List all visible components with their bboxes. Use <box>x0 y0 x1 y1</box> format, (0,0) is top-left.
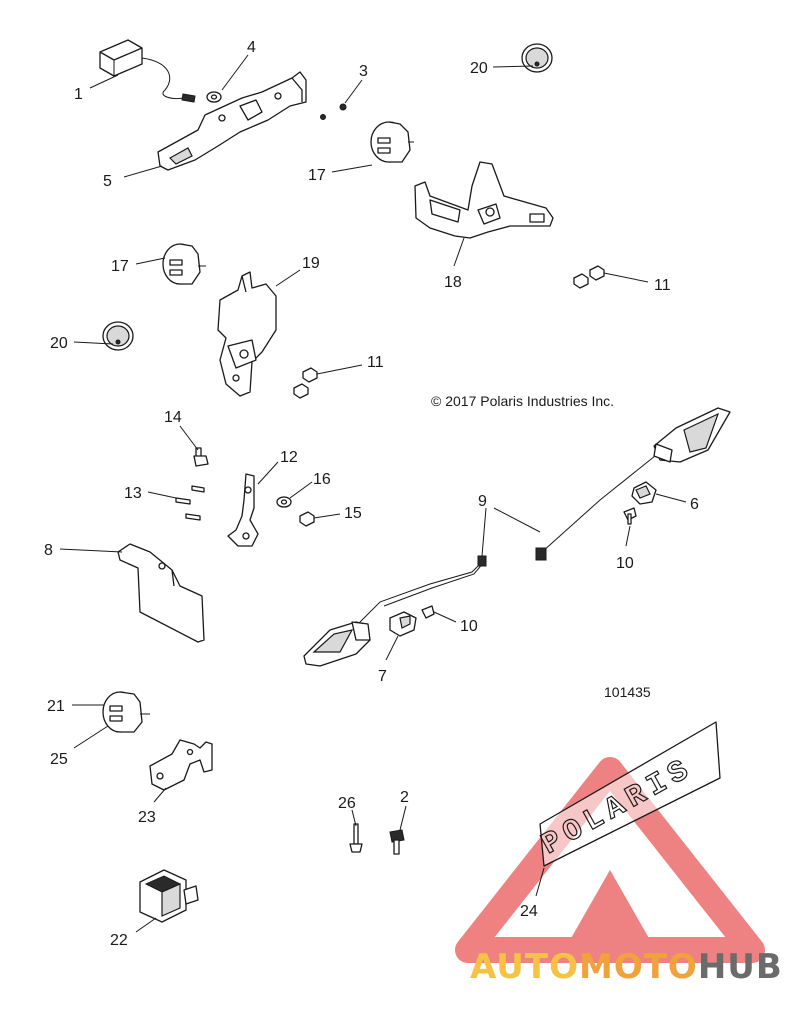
part-3-nut <box>320 103 347 120</box>
part-20-reflector-top <box>521 43 553 73</box>
part-20-reflector-left <box>102 321 134 351</box>
part-13-screws <box>175 485 205 521</box>
part-2-bolt <box>389 829 405 855</box>
callout-1: 1 <box>74 86 83 103</box>
watermark-hub: HUB <box>698 947 783 987</box>
part-1-switch <box>99 39 196 103</box>
part-8-plate-bracket <box>117 543 205 643</box>
callout-10a: 10 <box>616 555 634 572</box>
turn-signal-right <box>653 407 731 463</box>
callout-6: 6 <box>690 496 699 513</box>
part-26-screw <box>349 823 363 853</box>
turn-signal-left <box>303 621 371 667</box>
callout-8: 8 <box>44 542 53 559</box>
callout-24: 24 <box>520 903 538 920</box>
watermark-moto: MOTO <box>579 947 698 987</box>
part-16-washer <box>276 496 292 508</box>
part-11-nuts-mid <box>293 367 318 399</box>
callout-22: 22 <box>110 932 128 949</box>
callout-14: 14 <box>164 409 182 426</box>
callout-26: 26 <box>338 795 356 812</box>
callout-25: 25 <box>50 751 68 768</box>
callout-12: 12 <box>280 449 298 466</box>
callout-11b: 11 <box>367 354 384 371</box>
watermark-logo: AUTOMOTOHUB <box>470 947 783 987</box>
callout-20a: 20 <box>470 60 488 77</box>
callout-21: 21 <box>47 698 65 715</box>
copyright-notice: © 2017 Polaris Industries Inc. <box>431 393 614 409</box>
callout-20b: 20 <box>50 335 68 352</box>
part-14-bolt <box>193 447 209 467</box>
callout-10b: 10 <box>460 618 478 635</box>
part-21-reflector-housing <box>102 691 150 733</box>
part-10-screw-left <box>421 605 435 619</box>
part-15-nut <box>299 511 315 527</box>
diagram-id: 101435 <box>604 684 651 700</box>
part-5-bracket <box>157 71 307 171</box>
callout-5: 5 <box>103 173 112 190</box>
callout-23: 23 <box>138 809 156 826</box>
part-12-bracket <box>227 473 259 547</box>
callout-4: 4 <box>247 39 256 56</box>
part-4-washer <box>206 91 222 103</box>
callout-17a: 17 <box>308 167 326 184</box>
svg-text:AUTOMOTOHUB: AUTOMOTOHUB <box>470 947 783 987</box>
callout-13: 13 <box>124 485 142 502</box>
part-17-reflector-housing-mid <box>162 243 206 285</box>
callout-2: 2 <box>400 789 409 806</box>
part-23-bracket <box>149 739 213 791</box>
part-7-socket <box>389 611 417 637</box>
callout-3: 3 <box>359 63 368 80</box>
part-18-bracket <box>414 161 554 239</box>
callout-18: 18 <box>444 274 462 291</box>
part-6-socket <box>631 481 657 505</box>
part-17-reflector-housing-top <box>370 121 414 163</box>
callout-7: 7 <box>378 668 387 685</box>
part-9-wire-harness <box>359 451 661 623</box>
callout-15: 15 <box>344 505 362 522</box>
callout-19: 19 <box>302 255 320 272</box>
part-24-polaris-plate: POLARIS <box>536 721 721 867</box>
callout-16: 16 <box>313 471 331 488</box>
part-11-nuts-right <box>573 265 605 289</box>
callout-11a: 11 <box>654 277 671 294</box>
callout-17b: 17 <box>111 258 129 275</box>
watermark-auto: AUTO <box>470 947 579 987</box>
part-10-screw-right <box>623 507 637 525</box>
callout-9: 9 <box>478 493 487 510</box>
part-22-switch <box>139 869 199 923</box>
part-19-bracket <box>217 271 277 397</box>
watermark-triangle <box>455 757 765 963</box>
